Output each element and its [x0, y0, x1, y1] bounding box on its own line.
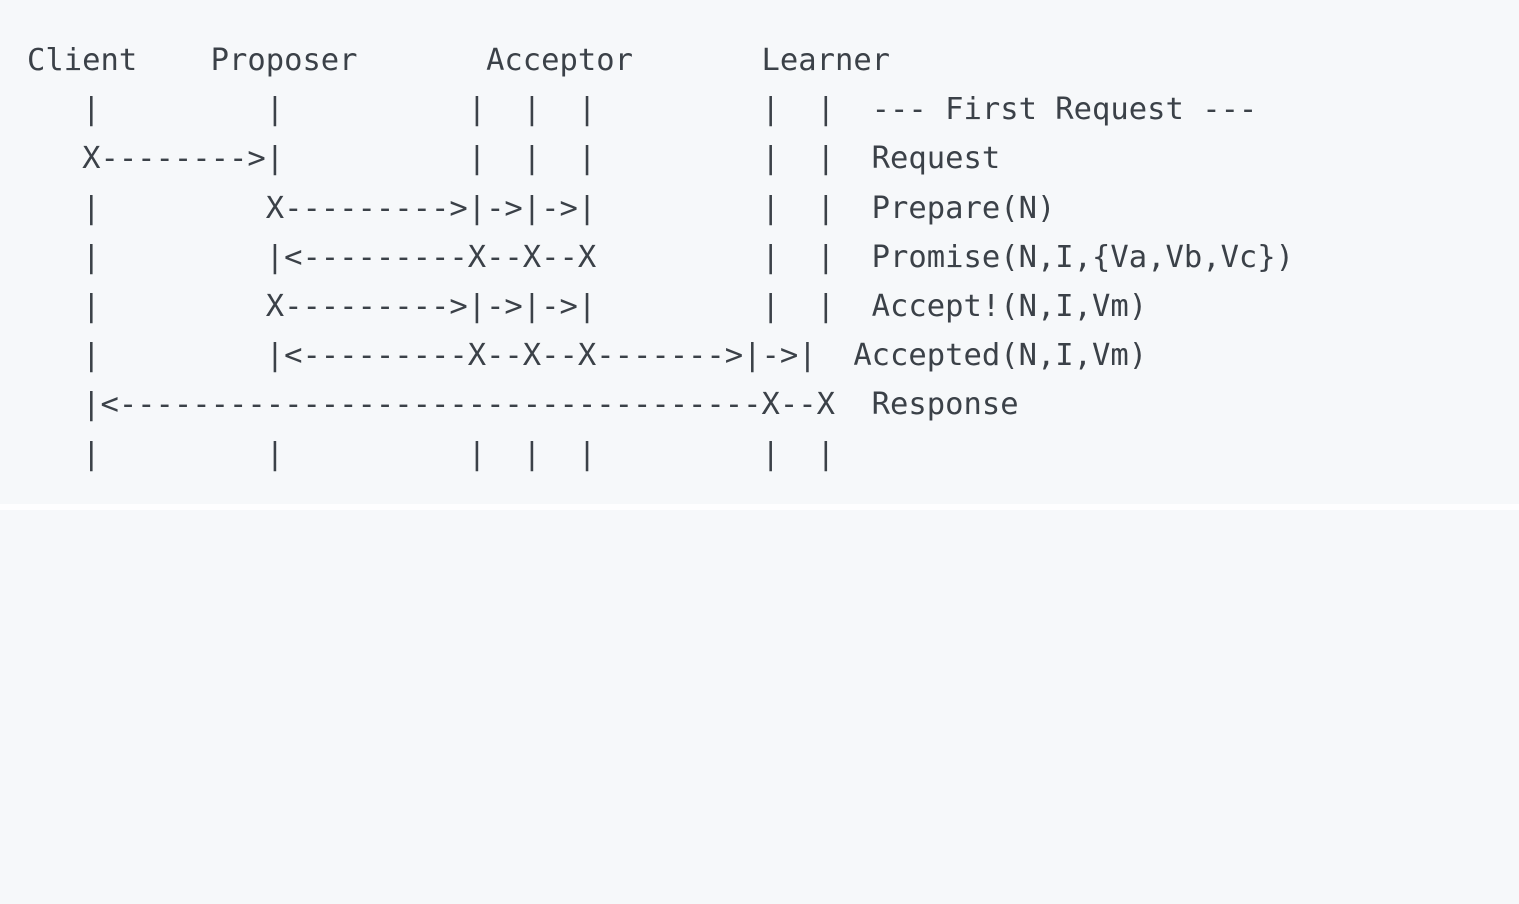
ascii-diagram-first-request: Client Proposer Acceptor Learner | | | |…	[27, 43, 1295, 472]
panel-following-requests: Client Proposer Acceptor Learner | | | |…	[0, 510, 1519, 904]
panel-divider	[0, 504, 1519, 510]
panel-first-request: Client Proposer Acceptor Learner | | | |…	[27, 43, 1295, 472]
